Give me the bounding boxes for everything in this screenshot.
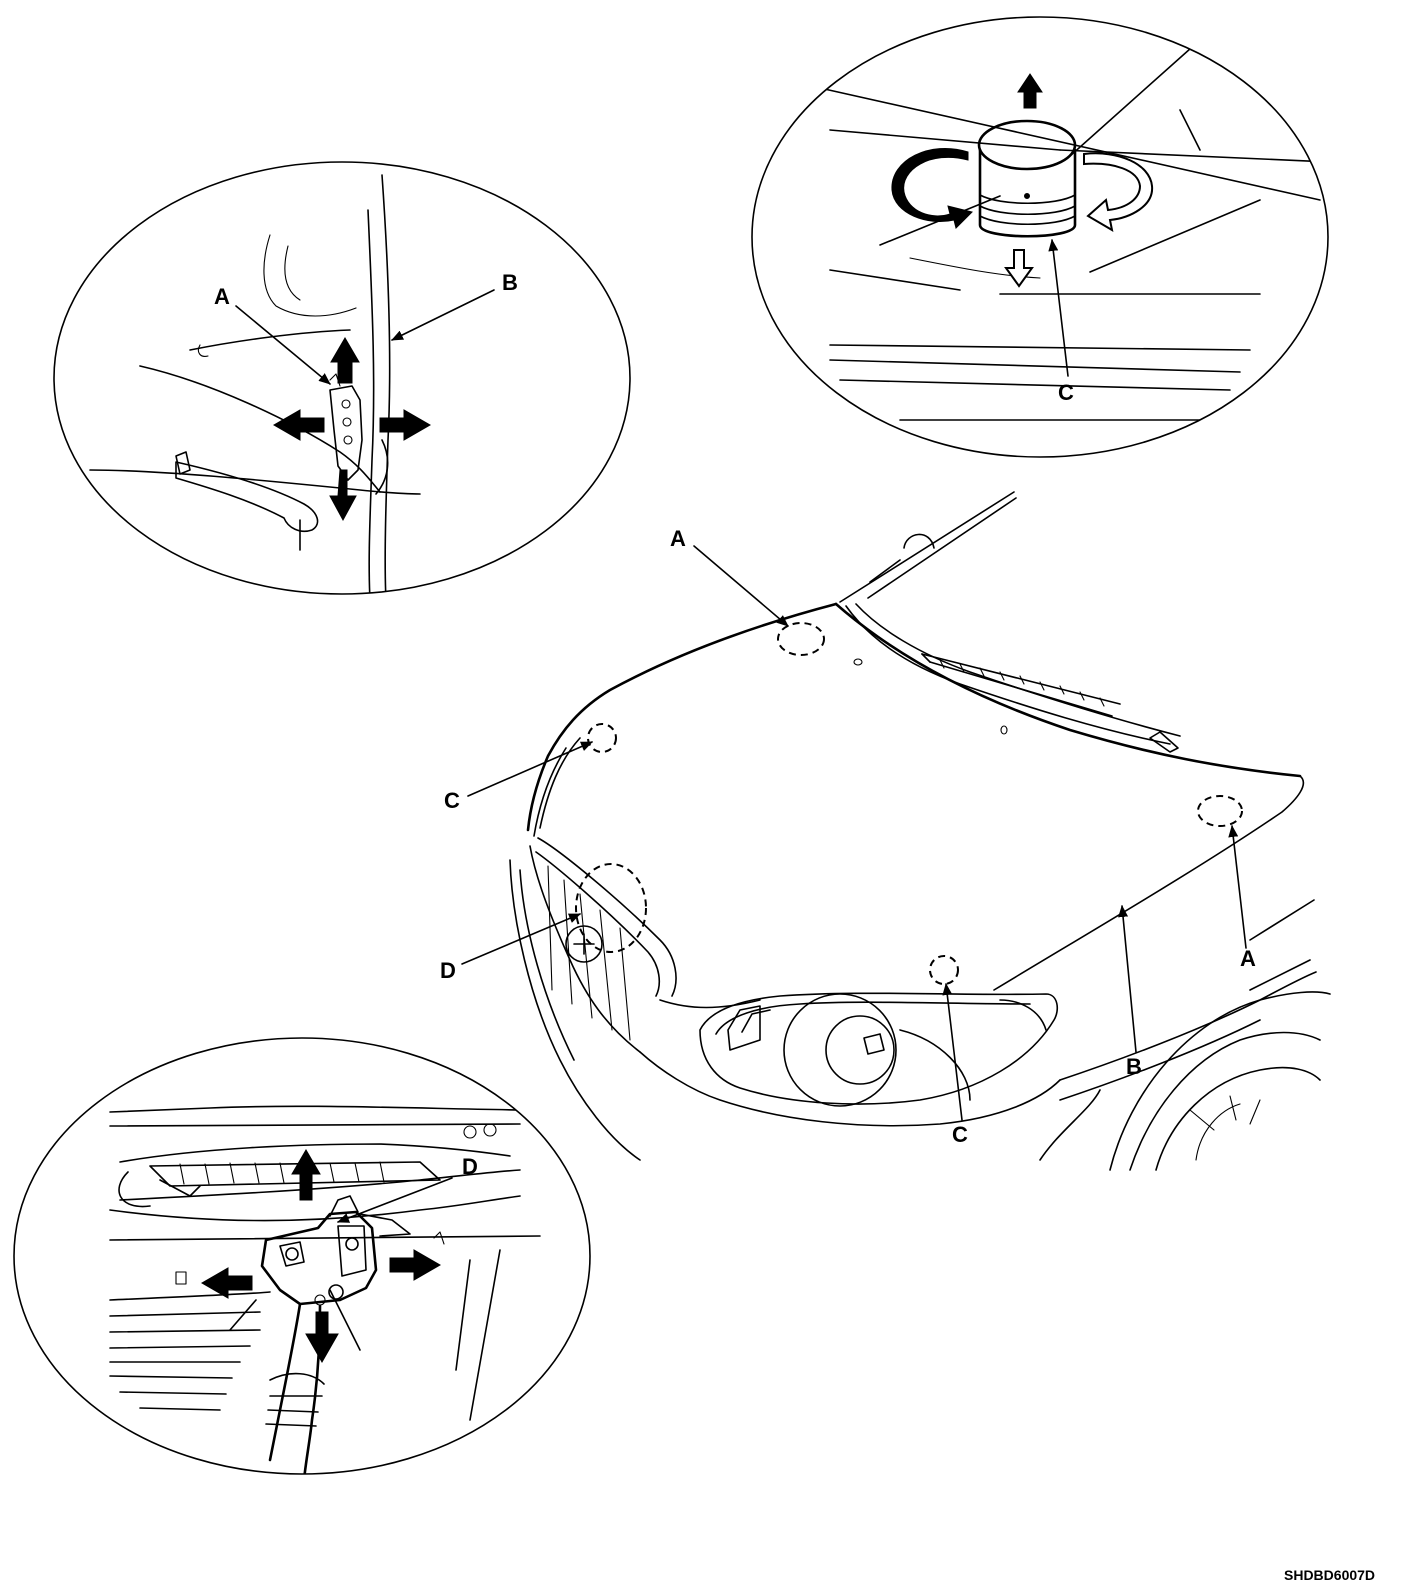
down-arrow-icon [1004, 249, 1034, 288]
bumper-detail: C [751, 16, 1329, 458]
bumper-detail-drawing [819, 39, 1328, 421]
left-arrow-icon [200, 1267, 253, 1299]
down-arrow-icon [329, 469, 357, 522]
latch-detail-drawing [109, 1105, 541, 1474]
hinge-label-b: B [502, 270, 518, 295]
callout-bumper-right [929, 955, 959, 985]
main-label-a-left: A [670, 526, 686, 551]
up-arrow-icon [1017, 73, 1043, 109]
callout-hinge-left [777, 622, 825, 656]
hinge-detail: A B [53, 161, 631, 595]
bumper-label-c: C [1058, 380, 1074, 405]
figure-code: SHDBD6007D [1284, 1567, 1375, 1583]
bumper-detail-circle [751, 16, 1329, 458]
callout-latch [575, 863, 647, 953]
main-label-b: B [1126, 1054, 1142, 1079]
latch-detail: D [13, 1037, 591, 1475]
main-label-c-left: C [444, 788, 460, 813]
rotate-tighten-arrow-icon [891, 147, 973, 229]
hinge-detail-circle [53, 161, 631, 595]
main-car-view: A C D A B C [440, 491, 1331, 1171]
hinge-detail-drawing [89, 174, 432, 594]
callout-bumper-left [587, 723, 617, 753]
latch-label-d: D [462, 1154, 478, 1179]
latch-detail-circle [13, 1037, 591, 1475]
left-arrow-icon [272, 409, 325, 441]
up-arrow-icon [291, 1149, 321, 1201]
main-label-c-right: C [952, 1122, 968, 1147]
down-arrow-icon [305, 1311, 339, 1364]
main-label-a-right: A [1240, 946, 1256, 971]
main-label-d: D [440, 958, 456, 983]
right-arrow-icon [379, 409, 432, 441]
rotate-loosen-arrow-icon [1083, 152, 1154, 232]
hinge-label-a: A [214, 284, 230, 309]
callout-hinge-right [1197, 795, 1243, 827]
up-arrow-icon [330, 337, 360, 384]
right-arrow-icon [389, 1249, 442, 1281]
